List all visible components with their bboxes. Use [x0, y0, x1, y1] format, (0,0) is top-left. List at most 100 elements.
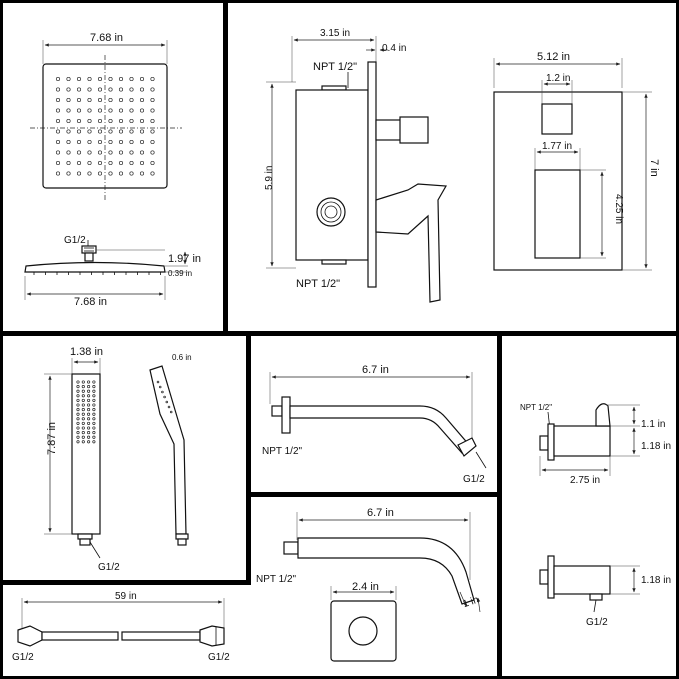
valve-flange-label: 0.4 in	[382, 43, 406, 54]
spray-hole	[76, 412, 80, 416]
nozzle	[76, 118, 82, 124]
nozzle	[139, 76, 145, 82]
valve-diverter-knob	[375, 119, 403, 141]
spray-hole	[92, 394, 96, 398]
elbow-flange	[547, 555, 555, 599]
holder-npt-label: NPT 1/2"	[520, 403, 552, 412]
holder-body	[553, 425, 611, 457]
spray-hole	[92, 417, 96, 421]
spray-hole	[76, 431, 80, 435]
valve-trim-panel: 5.12 in 1.2 in 1.77 in 4.25 in 7 in	[493, 51, 660, 271]
nozzle	[108, 150, 113, 155]
nozzle	[66, 139, 71, 145]
spray-hole	[81, 403, 85, 407]
nozzle	[87, 97, 92, 103]
nozzle	[66, 97, 71, 103]
nozzle	[150, 97, 155, 103]
nozzle	[129, 108, 134, 113]
nozzle	[76, 150, 82, 155]
hose-left-connector	[17, 625, 43, 647]
holder-body-label: 1.18 in	[641, 441, 671, 452]
wall-holder-panel: NPT 1/2" 1.1 in 1.18 in 2.75 in	[520, 403, 671, 486]
nozzle	[129, 129, 134, 134]
elbow-height-label: 1.18 in	[641, 575, 671, 586]
spray-hole	[81, 380, 85, 384]
valve-side-panel: 3.15 in 0.4 in NPT 1/2" 5.9 in NPT 1/2"	[264, 28, 447, 303]
valve-height-label: 5.9 in	[264, 166, 275, 190]
nozzle	[108, 97, 113, 103]
nozzle	[55, 97, 61, 103]
nozzle	[66, 108, 71, 113]
side-hole	[165, 400, 169, 404]
nozzle	[66, 87, 71, 92]
spray-hole	[76, 435, 80, 439]
spray-hole	[81, 385, 85, 389]
spray-hole	[92, 431, 96, 435]
nozzle	[150, 76, 155, 82]
head-thread-label: G1/2	[64, 235, 86, 246]
spray-hole	[87, 431, 91, 435]
trim-handle-width-label: 1.77 in	[542, 141, 572, 152]
nozzle	[139, 139, 145, 145]
spray-hole	[76, 385, 80, 389]
spray-hole	[87, 398, 91, 402]
nozzle	[139, 160, 145, 166]
valve-npt-top-label: NPT 1/2"	[313, 61, 357, 73]
nozzle	[66, 76, 71, 82]
elbow-thread-label: G1/2	[586, 617, 608, 628]
nozzle	[55, 160, 61, 166]
nozzle	[139, 171, 145, 176]
trim-diverter-slot	[541, 103, 573, 135]
nozzle	[108, 171, 113, 176]
nozzle	[97, 171, 103, 176]
nozzle	[118, 76, 124, 82]
spray-hole	[92, 408, 96, 412]
valve-lever-handle	[375, 183, 447, 303]
nozzle	[87, 108, 92, 113]
spray-hole	[92, 426, 96, 430]
holder-length-label: 2.75 in	[570, 475, 600, 486]
spray-hole	[76, 408, 80, 412]
nozzle	[150, 139, 155, 145]
spray-hole	[87, 380, 91, 384]
valve-flange	[367, 61, 377, 288]
spray-hole	[87, 421, 91, 425]
nozzle	[97, 76, 103, 82]
nozzle	[55, 76, 61, 82]
nozzle	[97, 87, 103, 92]
arm-flange	[281, 396, 291, 434]
nozzle	[55, 150, 61, 155]
nozzle	[76, 160, 82, 166]
arm-npt-label: NPT 1/2"	[262, 446, 302, 457]
spray-hole	[92, 421, 96, 425]
nozzle	[97, 118, 103, 124]
nozzle	[118, 97, 124, 103]
spray-hole	[87, 435, 91, 439]
hose-right-label: G1/2	[208, 652, 230, 663]
rain-head-nozzles	[55, 76, 155, 176]
nozzle	[139, 87, 145, 92]
spray-hole	[87, 394, 91, 398]
nozzle	[139, 118, 145, 124]
hose-panel: 59 in G1/2 G1/2	[12, 591, 230, 663]
handheld-thread-label: G1/2	[98, 562, 120, 573]
valve-depth-label: 3.15 in	[320, 28, 350, 39]
handheld-side-holes	[156, 380, 173, 414]
nozzle	[150, 108, 155, 113]
spray-hole	[81, 426, 85, 430]
nozzle	[76, 108, 82, 113]
spray-hole	[87, 385, 91, 389]
nozzle	[150, 118, 155, 124]
spray-hole	[81, 435, 85, 439]
nozzle	[97, 108, 103, 113]
hose-tube-right	[121, 631, 201, 641]
tub-spout	[297, 537, 475, 605]
nozzle	[97, 139, 103, 145]
nozzle	[87, 171, 92, 176]
nozzle	[118, 171, 124, 176]
trim-height-label: 7 in	[648, 159, 660, 177]
nozzle	[129, 76, 134, 82]
nozzle	[66, 150, 71, 155]
